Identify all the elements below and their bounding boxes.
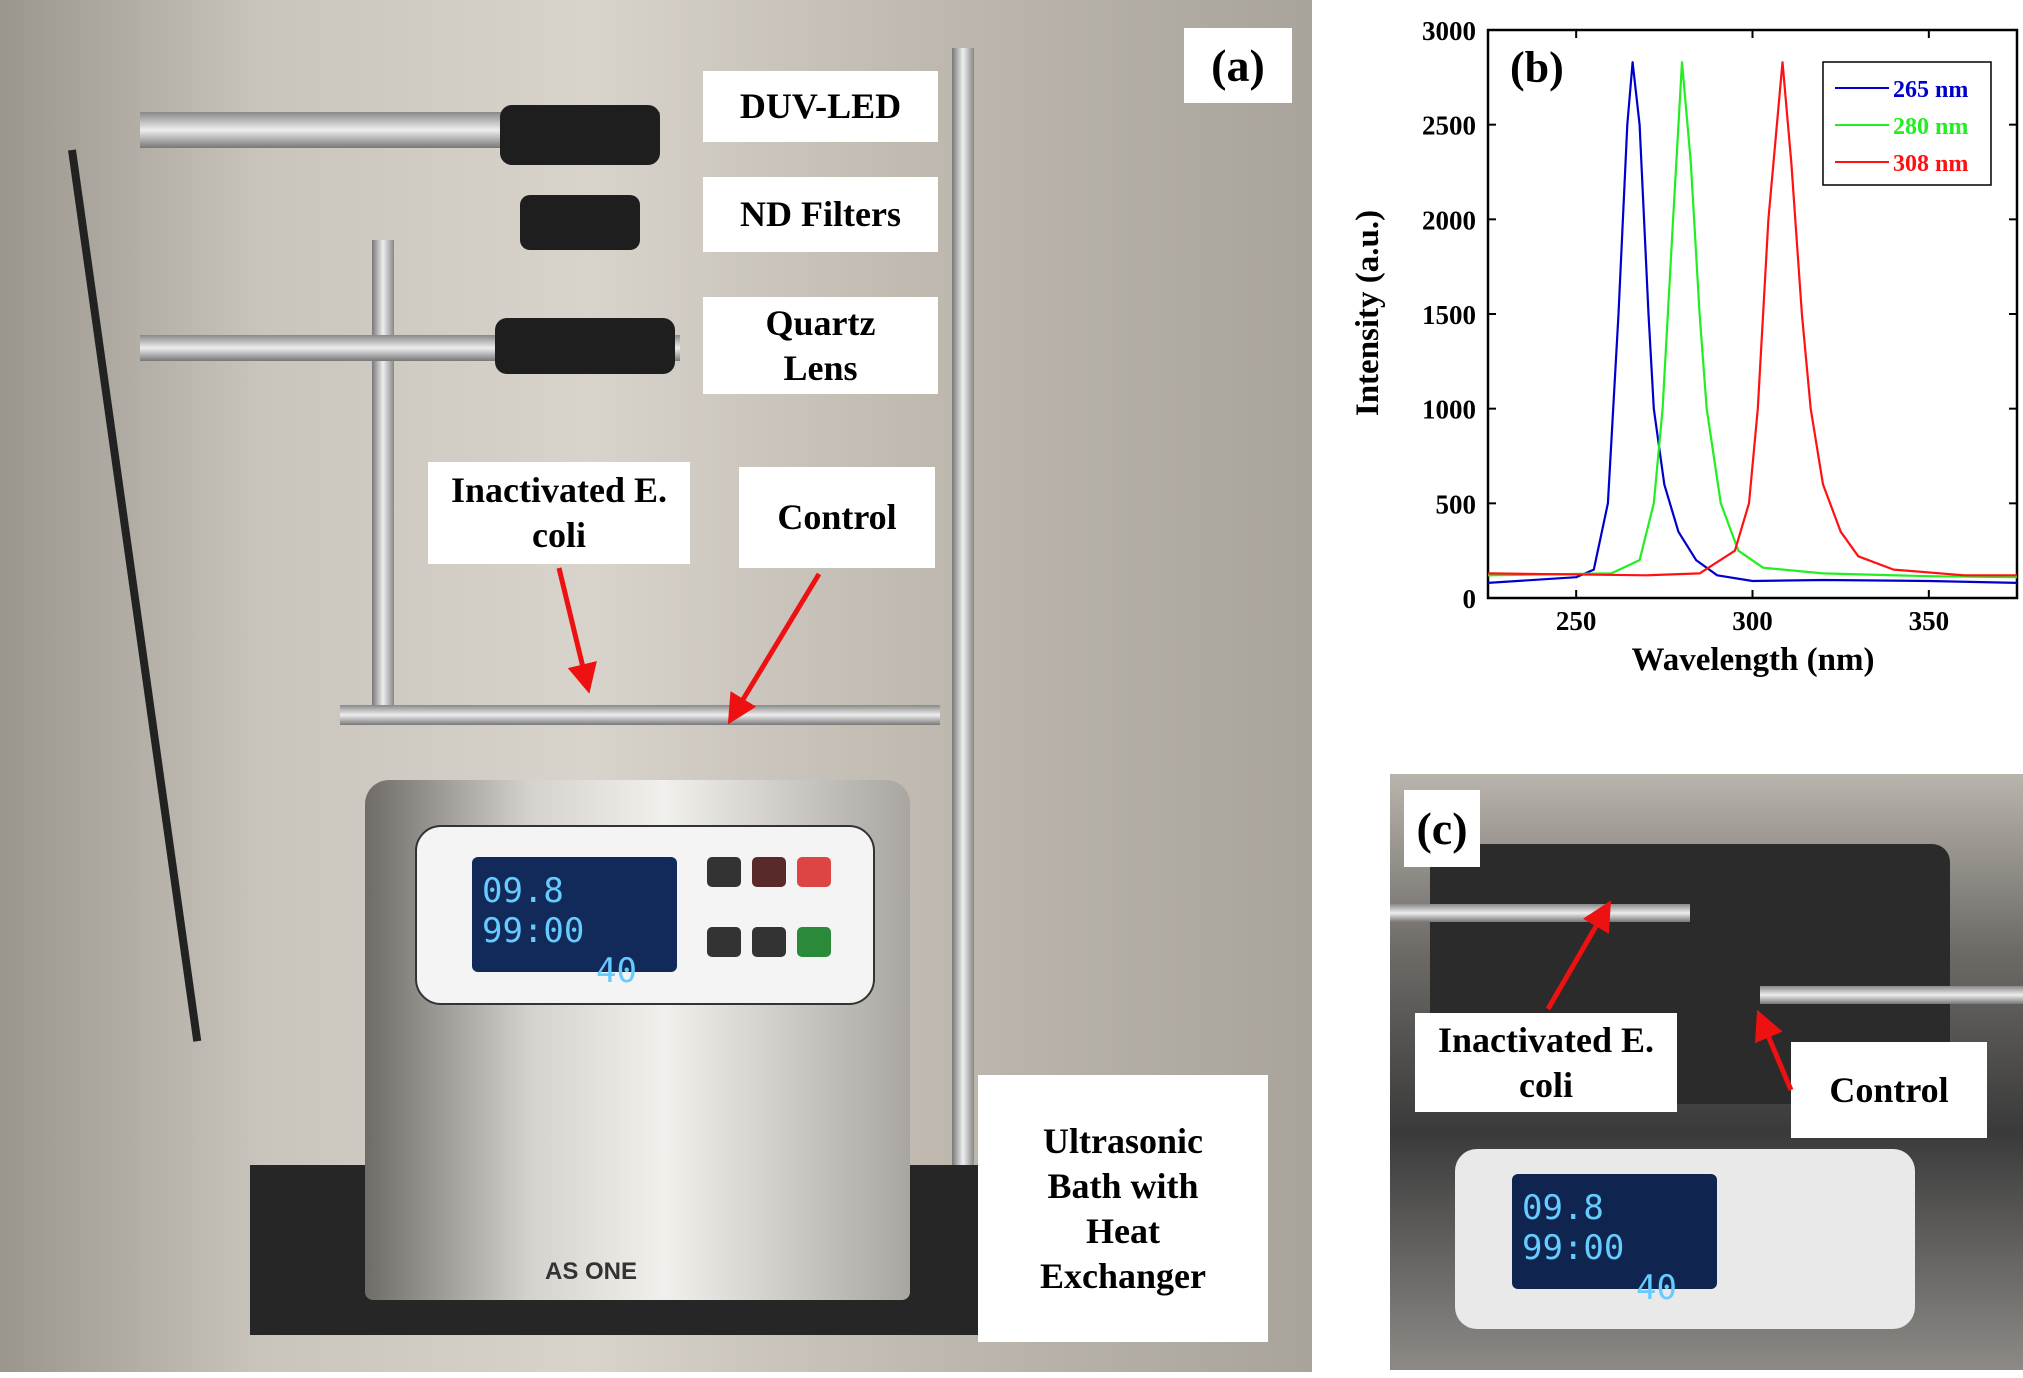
vertical-rod	[952, 48, 974, 1308]
arrow-inactivated-c	[1545, 900, 1612, 1011]
label-inactivated-ecoli: Inactivated E. coli	[428, 462, 690, 564]
sample-rod	[1390, 904, 1690, 922]
y-tick-label: 2000	[1422, 205, 1476, 235]
panel-a-tag: (a)	[1184, 28, 1292, 103]
label-quartz-lens: Quartz Lens	[703, 297, 938, 394]
arrow-control-a	[727, 572, 822, 725]
emission-spectra-chart: 250 300 350 0 500 1000 1500 2000 2500 3000 265 nm 2…	[1350, 16, 2019, 678]
y-tick-label: 500	[1436, 489, 1477, 519]
x-axis-label: Wavelength (nm)	[1632, 642, 1875, 678]
time-readout: 99:00	[1522, 1228, 1625, 1268]
nd-filter-holder	[520, 195, 640, 250]
freq-readout: 40	[596, 951, 637, 991]
legend-entry: 265 nm	[1893, 77, 1968, 103]
y-tick-label: 1500	[1422, 300, 1476, 330]
minus-button[interactable]	[707, 927, 741, 957]
plus-button[interactable]	[707, 857, 741, 887]
x-tick-label: 250	[1556, 606, 1597, 636]
label-nd-filters: ND Filters	[703, 177, 938, 252]
x-tick-label: 300	[1732, 606, 1773, 636]
arrow-control-c	[1754, 1009, 1794, 1091]
temp-readout: 09.8	[482, 871, 564, 911]
sample-rod	[340, 705, 940, 725]
time-readout: 99:00	[482, 911, 585, 951]
sample-rod-right	[1760, 986, 2023, 1004]
series-line-265nm	[1487, 61, 2018, 584]
y-axis-label: Intensity (a.u.)	[1350, 210, 1386, 416]
legend-entry: 280 nm	[1893, 114, 1968, 140]
y-tick-label: 1000	[1422, 395, 1476, 425]
led-holder	[500, 105, 660, 165]
x-tick-label: 350	[1909, 606, 1950, 636]
y-tick-label: 2500	[1422, 111, 1476, 141]
lens-holder	[495, 318, 675, 374]
temp-readout: 09.8	[1522, 1188, 1604, 1228]
series-line-280nm	[1487, 61, 2018, 579]
series-line-308nm	[1487, 61, 2017, 577]
label-duv-led: DUV-LED	[703, 71, 938, 142]
legend-entry: 308 nm	[1893, 151, 1968, 177]
y-tick-label: 0	[1463, 584, 1477, 614]
photo-experimental-setup: 09.8 99:00 40 AS ONE (a) DUV-LED ND Filt…	[0, 0, 1312, 1372]
power-button[interactable]	[797, 927, 831, 957]
lcd-display: 09.8 99:00 40	[472, 857, 677, 991]
photo-closeup: 09.8 99:00 40 (c) Inactivated E. coli Co…	[1390, 774, 2023, 1370]
arrow-inactivated-a	[556, 567, 597, 694]
other-button[interactable]	[752, 927, 786, 957]
label-inactivated-ecoli-c: Inactivated E. coli	[1415, 1013, 1677, 1112]
panel-b-tag: (b)	[1510, 43, 1564, 92]
ultrasonic-bath: 09.8 99:00 40 AS ONE	[365, 780, 910, 1300]
control-panel: 09.8 99:00 40	[1455, 1149, 1915, 1329]
control-panel: 09.8 99:00 40	[415, 825, 875, 1005]
panel-c-tag: (c)	[1404, 790, 1480, 867]
freq-readout: 40	[1636, 1268, 1677, 1308]
label-control: Control	[739, 467, 935, 568]
mode-button[interactable]	[752, 857, 786, 887]
heat-button[interactable]	[797, 857, 831, 887]
legend-box	[1822, 61, 1992, 186]
brand-logo: AS ONE	[545, 1258, 638, 1285]
lcd-display: 09.8 99:00 40	[1512, 1174, 1717, 1308]
label-ultrasonic-bath: Ultrasonic Bath with Heat Exchanger	[978, 1075, 1268, 1342]
label-control-c: Control	[1791, 1042, 1987, 1138]
y-tick-label: 3000	[1422, 16, 1476, 46]
